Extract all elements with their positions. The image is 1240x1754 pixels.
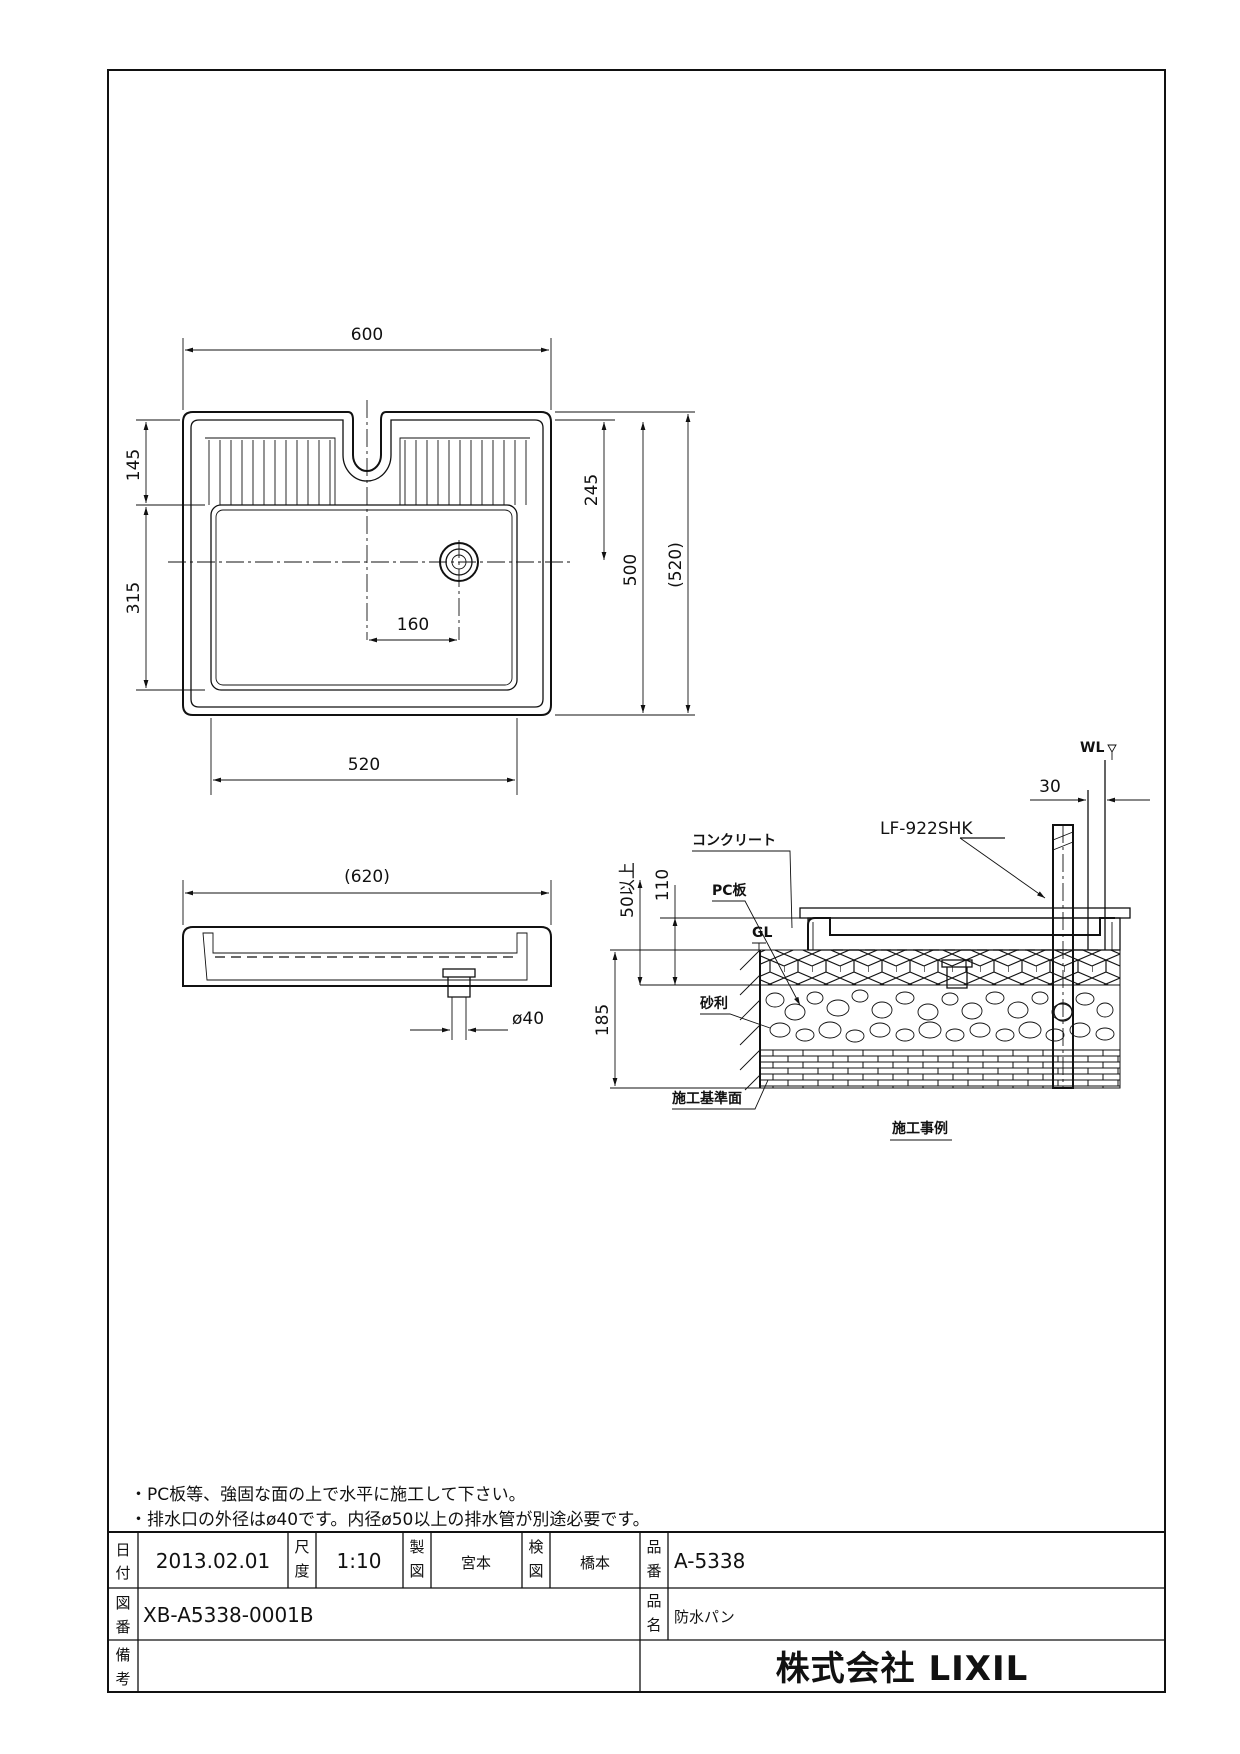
- drawn-by: 宮本: [461, 1554, 491, 1572]
- dim-620: (620): [344, 867, 390, 887]
- dim-520-paren: (520): [666, 542, 686, 588]
- checked-by: 橋本: [580, 1554, 610, 1572]
- dim-500: 500: [621, 554, 641, 586]
- side-view: (620) ø40: [182, 867, 552, 1040]
- checked-label-1: 検: [528, 1538, 543, 1556]
- remarks-label-1: 備: [115, 1646, 130, 1664]
- remarks-label-2: 考: [115, 1670, 130, 1688]
- checked-label-2: 図: [528, 1562, 543, 1580]
- note-1: ・PC板等、強固な面の上で水平に施工して下さい。: [130, 1485, 526, 1505]
- dim-50-over: 50以上: [618, 862, 638, 918]
- scale-label-1: 尺: [294, 1538, 309, 1556]
- scale-label-2: 度: [294, 1562, 309, 1580]
- dim-185: 185: [593, 1004, 613, 1036]
- part-no-label-1: 品: [646, 1538, 661, 1556]
- part-no-value: A-5338: [674, 1549, 745, 1573]
- concrete-label: コンクリート: [692, 833, 776, 849]
- product-name: 防水パン: [674, 1608, 735, 1626]
- dim-40: ø40: [512, 1009, 544, 1029]
- notes: ・PC板等、強固な面の上で水平に施工して下さい。 ・排水口の外径はø40です。内…: [130, 1485, 650, 1530]
- title-block: 日 付 2013.02.01 尺 度 1:10 製 図 宮本 検 図 橋本 品 …: [108, 1531, 1165, 1692]
- name-label-1: 品: [646, 1592, 661, 1610]
- date-label-1: 日: [115, 1541, 130, 1559]
- dim-315: 315: [124, 582, 144, 614]
- drawing-no-label-1: 図: [115, 1594, 130, 1612]
- plan-dimensions: 600 520 145 315 245 500 (520) 160: [124, 325, 695, 795]
- note-2: ・排水口の外径はø40です。内径ø50以上の排水管が別途必要です。: [130, 1510, 650, 1530]
- drawing-no-value: XB-A5338-0001B: [143, 1603, 314, 1627]
- scale-value: 1:10: [337, 1549, 382, 1573]
- drawn-label-2: 図: [409, 1562, 424, 1580]
- base-surface-label: 施工基準面: [672, 1090, 742, 1107]
- drawn-label-1: 製: [409, 1538, 424, 1556]
- dim-600: 600: [351, 325, 383, 345]
- gravel-label: 砂利: [699, 995, 728, 1012]
- dim-245: 245: [582, 474, 602, 506]
- wl-label: WL: [1080, 740, 1104, 756]
- name-label-2: 名: [646, 1616, 661, 1634]
- pc-board-label: PC板: [712, 882, 748, 899]
- dim-160: 160: [397, 615, 429, 635]
- drawing-no-label-2: 番: [115, 1618, 130, 1636]
- sheet-border: [107, 69, 1166, 1693]
- date-value: 2013.02.01: [156, 1549, 271, 1573]
- gl-label: GL: [752, 925, 772, 941]
- section-view: 30 WL LF-922SHK コンクリート PC板 GL 砂利 施工基準面 1…: [593, 740, 1150, 1141]
- dim-520: 520: [348, 755, 380, 775]
- part-no-label-2: 番: [646, 1562, 661, 1580]
- section-caption: 施工事例: [892, 1120, 948, 1137]
- plan-view: [168, 400, 570, 716]
- date-label-2: 付: [115, 1564, 130, 1582]
- dim-30: 30: [1039, 777, 1061, 797]
- dim-145: 145: [124, 449, 144, 481]
- faucet-label: LF-922SHK: [880, 819, 973, 839]
- dim-110: 110: [653, 869, 673, 901]
- company-logo: 株式会社 LIXIL: [776, 1649, 1029, 1689]
